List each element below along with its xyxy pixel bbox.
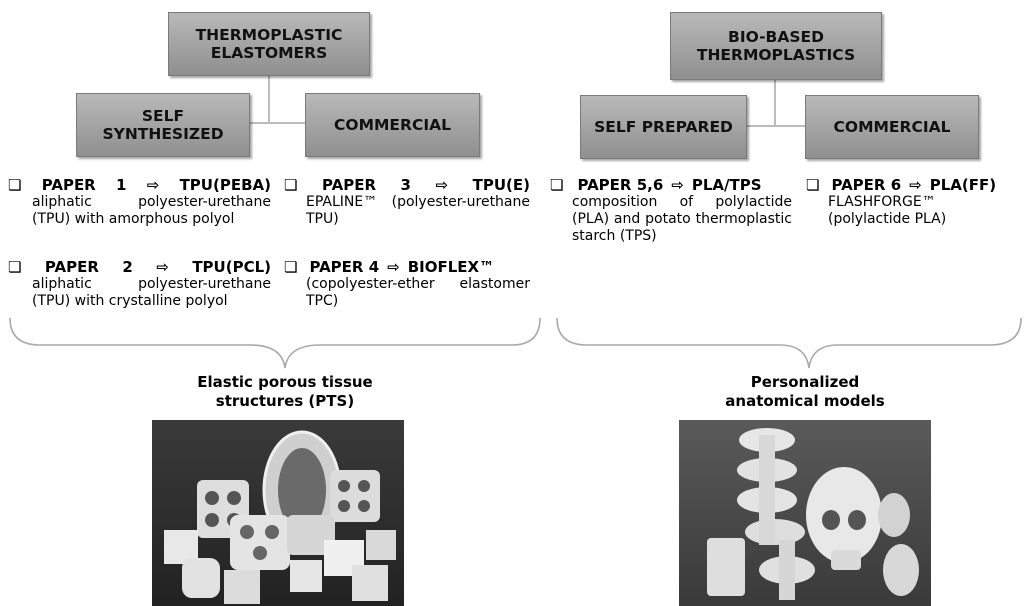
paper-number: 1: [116, 176, 127, 194]
anatomical-models-illustration: [707, 428, 919, 600]
thermoplastic-elastomers-box: THERMOPLASTIC ELASTOMERS: [168, 12, 370, 76]
paper-description: FLASHFORGE™ (polylactide PLA): [828, 194, 947, 227]
checkbox-icon: ❏: [550, 176, 564, 194]
self-synthesized-box: SELF SYNTHESIZED: [76, 93, 250, 157]
checkbox-icon: ❏: [284, 258, 298, 276]
arrow-icon: ⇨: [671, 176, 684, 194]
anatomical-models-caption: Personalized anatomical models: [725, 373, 885, 410]
paper-description: composition of polylactide (PLA) and pot…: [572, 194, 792, 244]
paper-label: PAPER: [321, 176, 377, 194]
porous-structures-photo: [152, 420, 404, 606]
material-name: TPU(PCL): [192, 258, 271, 276]
paper-description: (copolyester-ether elastomer TPC): [306, 276, 530, 309]
arrow-icon: ⇨: [146, 176, 160, 194]
bio-based-thermoplastics-box: BIO-BASED THERMOPLASTICS: [670, 12, 882, 80]
material-name: TPU(E): [472, 176, 530, 194]
anatomical-models-photo: [679, 420, 931, 606]
paper-3-item: ❏ PAPER 3 ⇨ TPU(E) EPALINE™ (polyester-u…: [284, 177, 530, 228]
connector-right-vertical: [774, 80, 776, 126]
right-grouping-brace: [556, 317, 1022, 369]
material-name: BIOFLEX™: [407, 258, 495, 276]
material-name: PLA(FF): [929, 176, 997, 194]
arrow-icon: ⇨: [387, 258, 400, 276]
paper-2-item: ❏ PAPER 2 ⇨ TPU(PCL) aliphatic polyester…: [8, 259, 271, 310]
paper-label: PAPER: [41, 176, 96, 194]
material-name: TPU(PEBA): [179, 176, 271, 194]
left-grouping-brace: [9, 317, 541, 369]
arrow-icon: ⇨: [909, 176, 922, 194]
connector-left-horizontal: [250, 122, 305, 124]
connector-right-horizontal: [745, 125, 805, 127]
checkbox-icon: ❏: [8, 176, 22, 194]
checkbox-icon: ❏: [8, 258, 22, 276]
porous-structures-illustration: [164, 430, 396, 604]
checkbox-icon: ❏: [806, 176, 820, 194]
paper-4-item: ❏ PAPER 4 ⇨ BIOFLEX™ (copolyester-ether …: [284, 259, 530, 310]
arrow-icon: ⇨: [435, 176, 449, 194]
paper-label: PAPER 6: [831, 176, 902, 194]
paper-description: EPALINE™ (polyester-urethane TPU): [306, 194, 530, 227]
paper-5-6-item: ❏ PAPER 5,6 ⇨ PLA/TPS composition of pol…: [550, 177, 792, 245]
paper-label: PAPER 5,6: [577, 176, 664, 194]
paper-number: 2: [122, 258, 133, 276]
paper-1-item: ❏ PAPER 1 ⇨ TPU(PEBA) aliphatic polyeste…: [8, 177, 271, 228]
self-prepared-box: SELF PREPARED: [580, 95, 747, 159]
paper-label: PAPER: [44, 258, 99, 276]
connector-left-vertical: [268, 75, 270, 123]
commercial-box-left: COMMERCIAL: [305, 93, 480, 157]
pts-caption: Elastic porous tissue structures (PTS): [197, 373, 373, 410]
paper-description: aliphatic polyester-urethane (TPU) with …: [32, 276, 271, 309]
paper-description: aliphatic polyester-urethane (TPU) with …: [32, 194, 271, 227]
paper-number: 3: [400, 176, 411, 194]
commercial-box-right: COMMERCIAL: [805, 95, 979, 159]
paper-label: PAPER 4: [309, 258, 380, 276]
checkbox-icon: ❏: [284, 176, 298, 194]
arrow-icon: ⇨: [156, 258, 169, 276]
material-name: PLA/TPS: [691, 176, 762, 194]
paper-6-item: ❏ PAPER 6 ⇨ PLA(FF) FLASHFORGE™ (polylac…: [806, 177, 1021, 228]
